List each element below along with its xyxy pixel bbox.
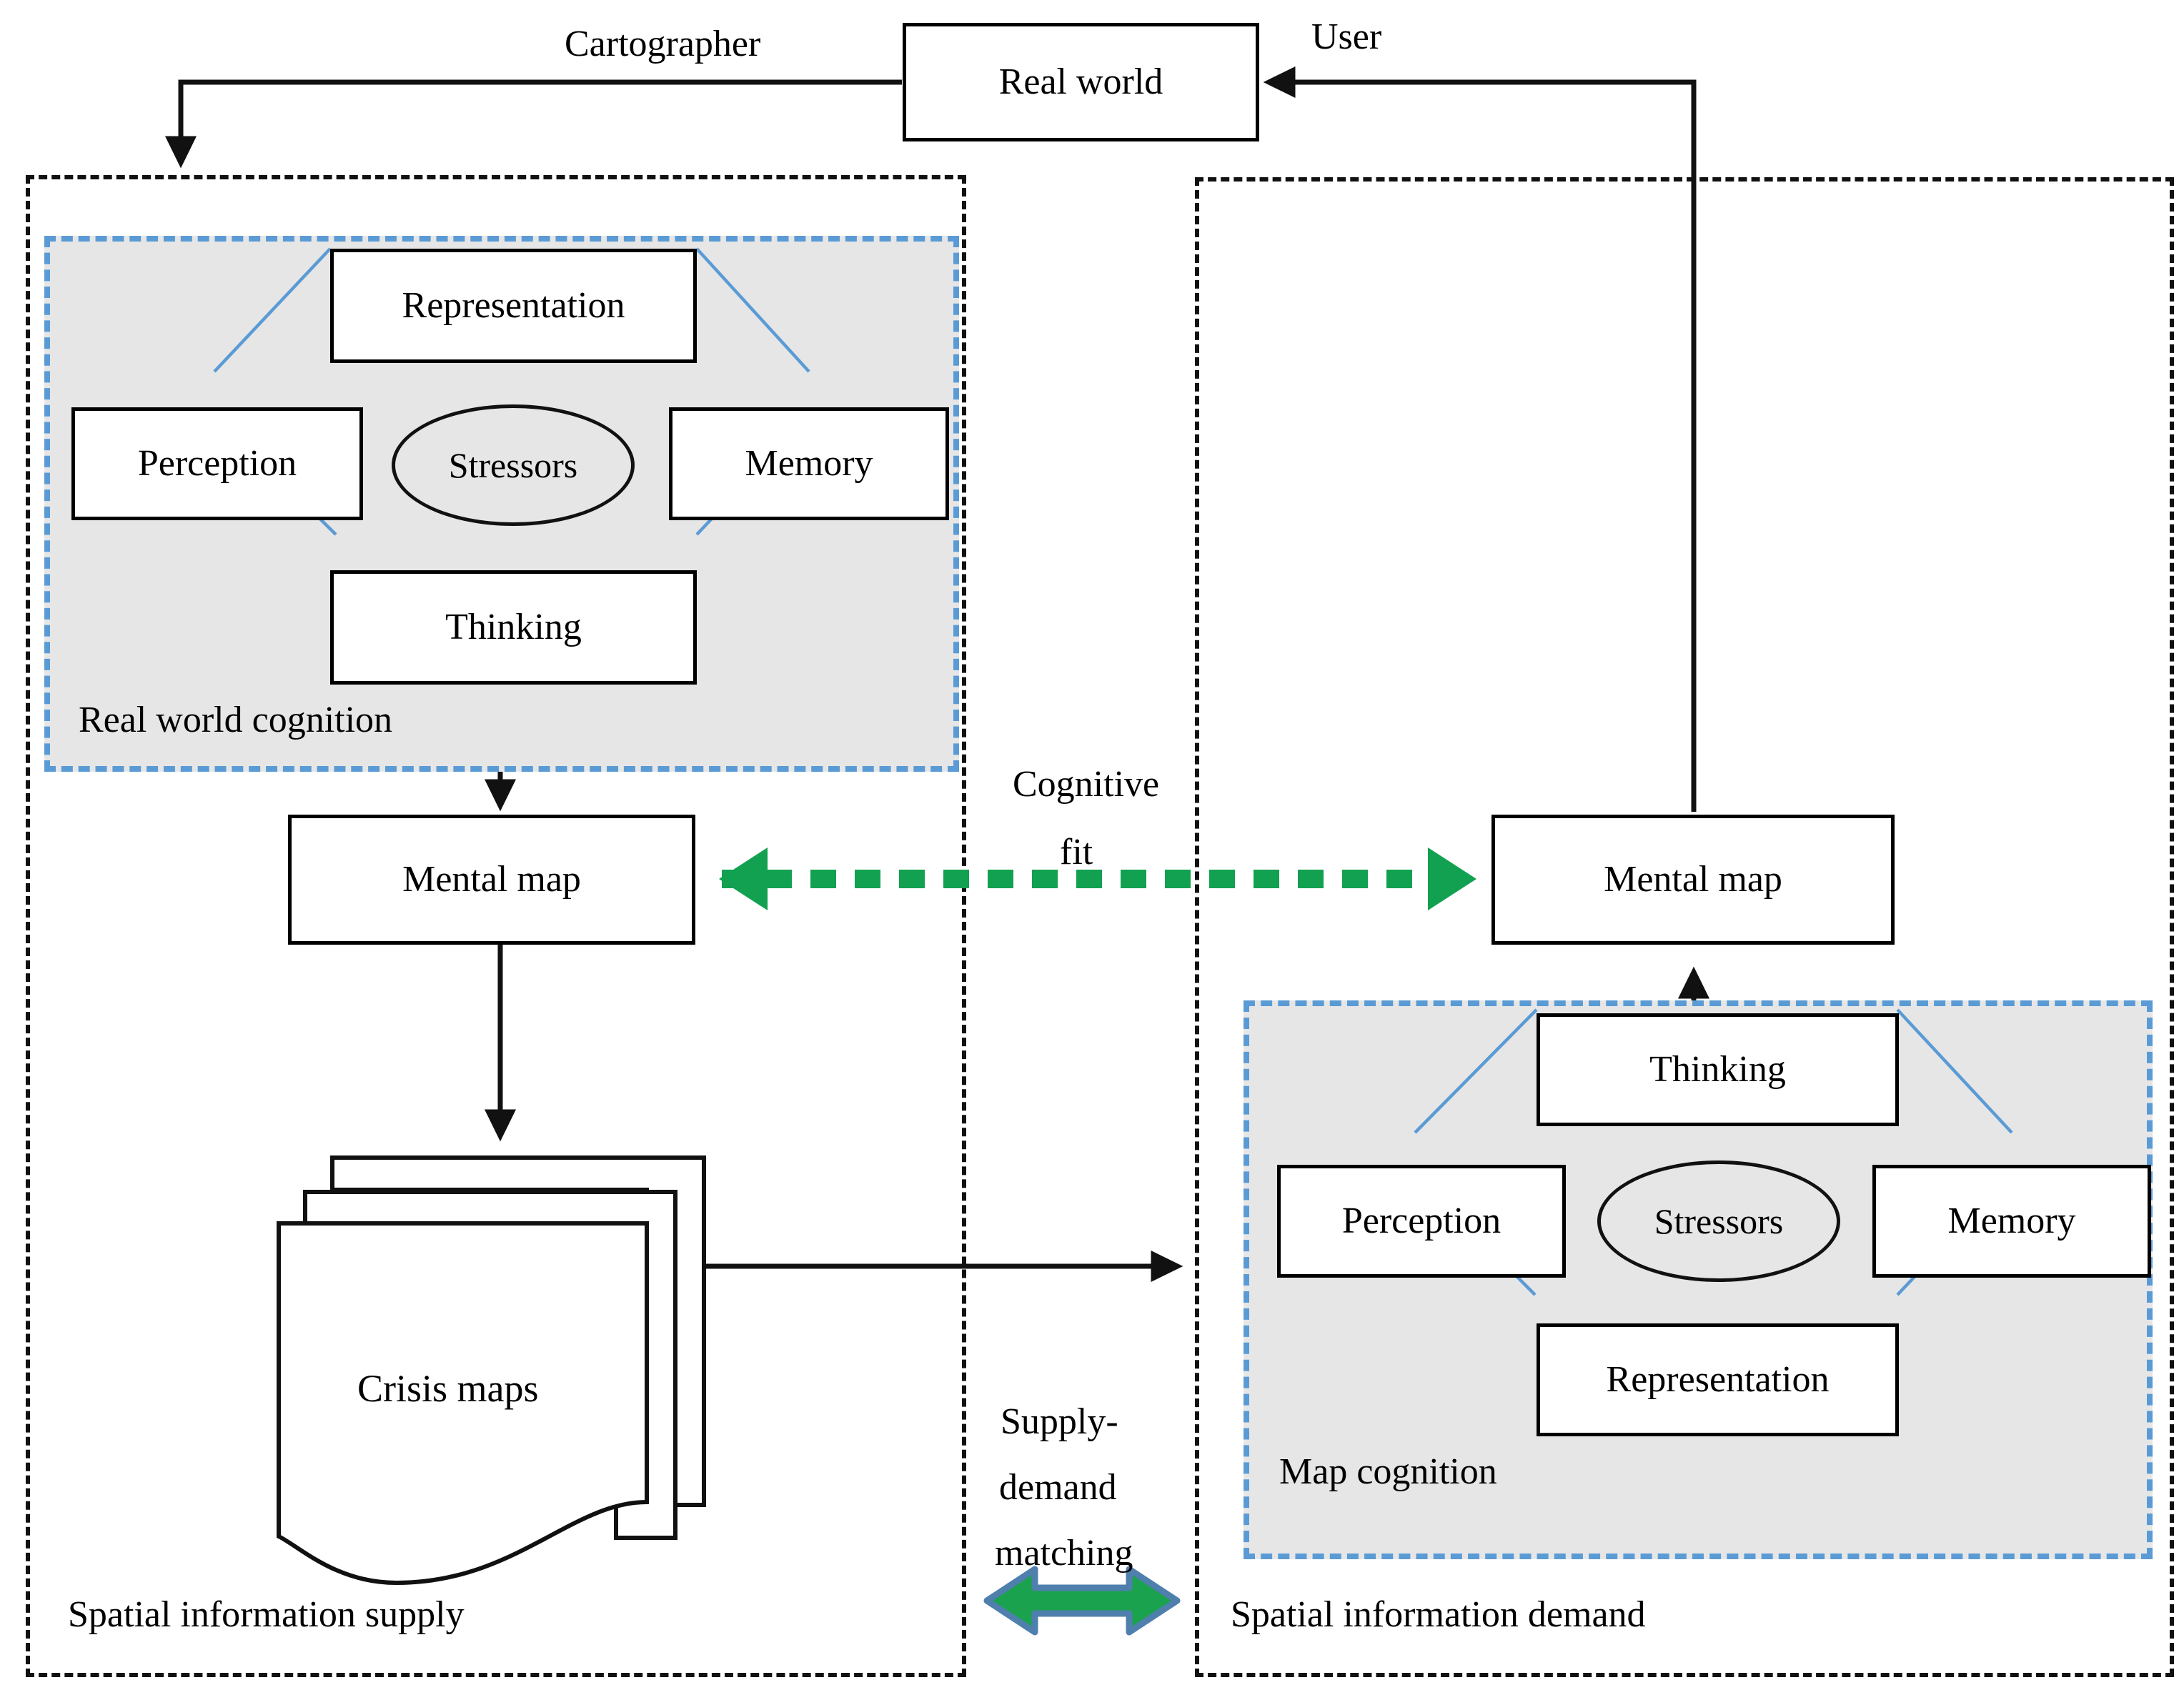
- edge-label-cognitive-fit-line2: fit: [1060, 832, 1093, 873]
- panel-label-spatial-information-demand: Spatial information demand: [1231, 1594, 1646, 1635]
- node-right-perception-label: Perception: [1341, 1201, 1502, 1242]
- node-right-memory-label: Memory: [1947, 1201, 2076, 1242]
- node-left-mental-map[interactable]: Mental map: [288, 815, 695, 945]
- node-left-perception-label: Perception: [137, 443, 297, 484]
- node-left-perception[interactable]: Perception: [71, 407, 363, 520]
- group-label-real-world-cognition: Real world cognition: [79, 700, 393, 740]
- node-left-memory-label: Memory: [745, 443, 873, 484]
- node-right-representation[interactable]: Representation: [1537, 1323, 1899, 1436]
- node-right-thinking[interactable]: Thinking: [1537, 1013, 1899, 1126]
- edge-label-cartographer: Cartographer: [565, 24, 761, 64]
- node-right-mental-map-label: Mental map: [1604, 859, 1782, 900]
- node-real-world[interactable]: Real world: [903, 23, 1259, 141]
- node-left-mental-map-label: Mental map: [402, 859, 581, 900]
- node-crisis-maps-label: Crisis maps: [357, 1367, 539, 1410]
- node-right-perception[interactable]: Perception: [1277, 1165, 1566, 1278]
- node-left-thinking[interactable]: Thinking: [330, 570, 697, 685]
- edge-label-supply-demand-line2: demand: [999, 1467, 1117, 1508]
- node-left-stressors[interactable]: Stressors: [392, 404, 635, 526]
- edge-cartographer: [164, 79, 902, 169]
- node-right-stressors-label: Stressors: [1654, 1201, 1784, 1241]
- node-right-representation-label: Representation: [1606, 1359, 1830, 1401]
- node-right-memory[interactable]: Memory: [1872, 1165, 2151, 1278]
- node-right-stressors[interactable]: Stressors: [1597, 1160, 1840, 1282]
- edge-label-supply-demand-line3: matching: [995, 1533, 1133, 1574]
- node-left-representation-label: Representation: [402, 285, 625, 327]
- edge-label-cognitive-fit-line1: Cognitive: [1013, 764, 1160, 805]
- node-left-stressors-label: Stressors: [448, 445, 578, 485]
- edge-supply-demand-matching: [983, 1566, 1181, 1636]
- node-left-thinking-label: Thinking: [445, 607, 582, 648]
- panel-label-spatial-information-supply: Spatial information supply: [68, 1594, 465, 1635]
- node-right-thinking-label: Thinking: [1649, 1049, 1786, 1090]
- node-left-memory[interactable]: Memory: [669, 407, 949, 520]
- node-right-mental-map[interactable]: Mental map: [1491, 815, 1895, 945]
- panel-spatial-information-supply: [26, 175, 966, 1677]
- edge-label-user: User: [1311, 16, 1382, 57]
- node-left-representation[interactable]: Representation: [330, 249, 697, 363]
- group-label-map-cognition: Map cognition: [1279, 1451, 1497, 1492]
- node-real-world-label: Real world: [998, 61, 1163, 103]
- edge-label-supply-demand-line1: Supply-: [1001, 1401, 1118, 1442]
